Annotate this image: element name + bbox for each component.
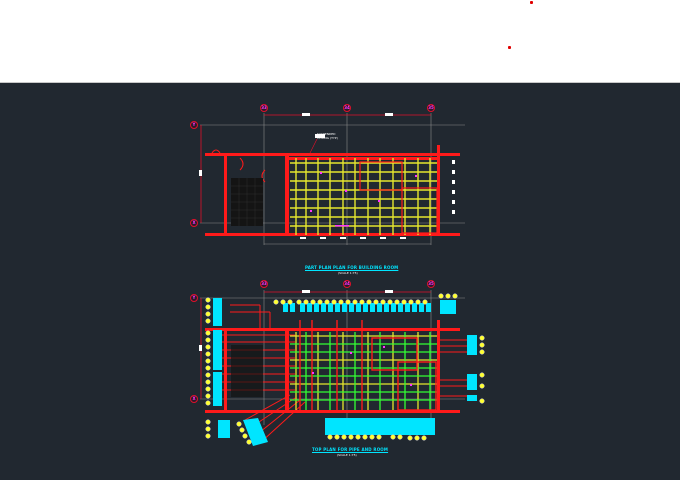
grid-bubble-row[interactable]: Y	[190, 121, 198, 129]
grid-bubble-column[interactable]: 35	[427, 104, 435, 112]
grid-bubble-column[interactable]: 33	[260, 280, 268, 288]
grid-bubble-column[interactable]: 34	[343, 104, 351, 112]
upper-plan-scale: (SCALE 1:75)	[338, 271, 358, 275]
cad-drawing	[199, 113, 485, 446]
upper-plan-title: PART PLAN PLAN FOR BUILDING ROOM	[305, 265, 399, 270]
model-space-top-area[interactable]	[0, 0, 680, 82]
red-point-marker	[508, 46, 511, 49]
lower-plan-scale: (SCALE 1:75)	[337, 453, 357, 457]
viewport-divider	[0, 82, 680, 83]
left-tag-column	[205, 297, 230, 439]
lower-plan-title: TOP PLAN FOR PIPE AND ROOM	[312, 447, 389, 452]
grid-bubble-column[interactable]: 33	[260, 104, 268, 112]
drawing-canvas[interactable]: 33 34 35 Y X 33 34 35 Y X SUSPENDED CEIL…	[0, 83, 680, 480]
grid-bubble-row[interactable]: X	[190, 219, 198, 227]
lower-plan-graphics	[199, 290, 485, 446]
red-point-marker	[530, 1, 533, 4]
grid-bubble-row[interactable]: Y	[190, 294, 198, 302]
grid-bubble-column[interactable]: 34	[343, 280, 351, 288]
grid-bubble-column[interactable]: 35	[427, 280, 435, 288]
callout-suspended-ceiling: SUSPENDED CEILING (TYP)	[317, 132, 338, 140]
upper-plan-graphics	[199, 113, 465, 245]
grid-bubble-row[interactable]: X	[190, 395, 198, 403]
top-tag-row	[273, 293, 458, 314]
